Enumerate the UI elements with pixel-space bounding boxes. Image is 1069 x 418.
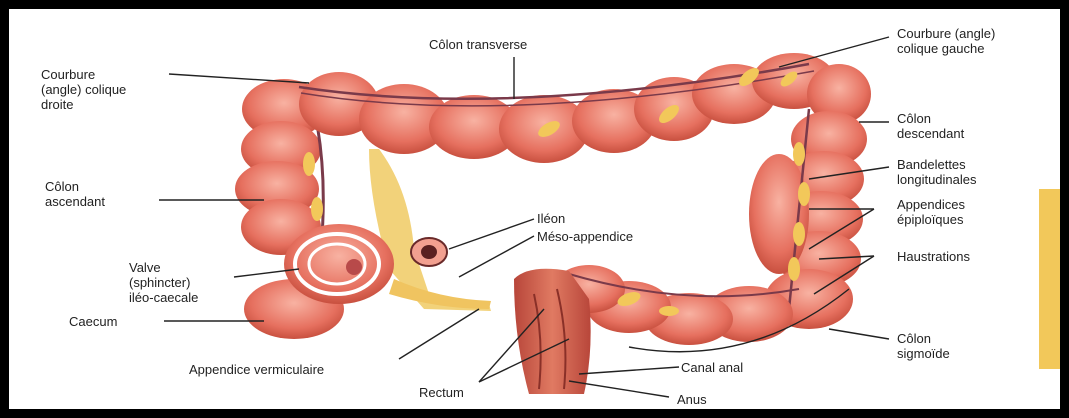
label-colon-sigmoide: Côlon sigmoïde xyxy=(897,331,950,361)
label-appendice-vermiculaire: Appendice vermiculaire xyxy=(189,362,324,377)
label-canal-anal: Canal anal xyxy=(681,360,743,375)
label-colon-transverse: Côlon transverse xyxy=(429,37,527,52)
rectum xyxy=(514,269,591,394)
transverse-colon xyxy=(299,53,871,163)
label-bandelettes: Bandelettes longitudinales xyxy=(897,157,977,187)
label-haustrations: Haustrations xyxy=(897,249,970,264)
label-colon-ascendant: Côlon ascendant xyxy=(45,179,105,209)
label-ileon: Iléon xyxy=(537,211,565,226)
label-caecum: Caecum xyxy=(69,314,117,329)
label-meso-appendice: Méso-appendice xyxy=(537,229,633,244)
label-valve: Valve (sphincter) iléo-caecale xyxy=(129,260,198,305)
label-courbure-droite: Courbure (angle) colique droite xyxy=(41,67,126,112)
caecum-ileum xyxy=(284,149,491,311)
label-appendices-epiploiques: Appendices épiploïques xyxy=(897,197,965,227)
figure-frame: Côlon transverse Courbure (angle) coliqu… xyxy=(9,9,1060,409)
label-colon-descendant: Côlon descendant xyxy=(897,111,964,141)
label-anus: Anus xyxy=(677,392,707,407)
label-rectum: Rectum xyxy=(419,385,464,400)
label-courbure-gauche: Courbure (angle) colique gauche xyxy=(897,26,995,56)
neighbor-organ-fragment xyxy=(1039,189,1060,369)
